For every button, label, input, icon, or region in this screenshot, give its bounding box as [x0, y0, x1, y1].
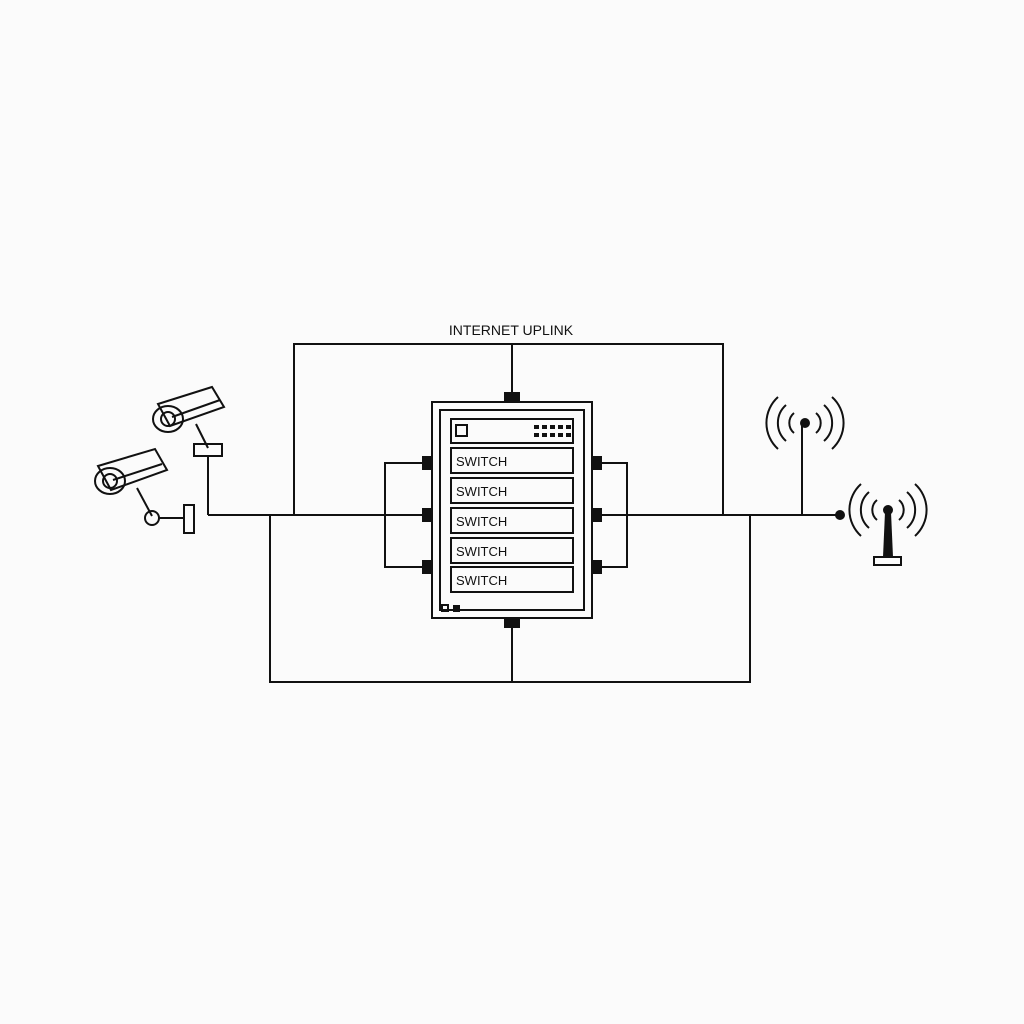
wifi-router-icon — [848, 483, 928, 566]
switch-label: SWITCH — [456, 454, 507, 469]
switch-label: SWITCH — [456, 573, 507, 588]
switch-unit: SWITCH — [450, 566, 574, 593]
diagram-title: INTERNET UPLINK — [449, 322, 574, 338]
switch-label: SWITCH — [456, 484, 507, 499]
rack-ports — [422, 392, 602, 628]
switch-unit: SWITCH — [450, 537, 574, 564]
camera-icon — [152, 385, 226, 515]
wifi-antenna-icon — [765, 396, 845, 515]
rack-header-panel — [450, 418, 574, 444]
rack-status-leds — [441, 604, 460, 612]
side-links — [384, 462, 628, 568]
uplink-lines — [293, 343, 724, 515]
camera-icon — [94, 447, 195, 534]
switch-unit: SWITCH — [450, 507, 574, 534]
switch-label: SWITCH — [456, 544, 507, 559]
switch-rack: SWITCH SWITCH SWITCH SWITCH SWITCH — [422, 392, 602, 628]
switch-unit: SWITCH — [450, 447, 574, 474]
switch-unit: SWITCH — [450, 477, 574, 504]
main-bus — [208, 510, 845, 520]
lower-loop — [269, 515, 751, 683]
switch-label: SWITCH — [456, 514, 507, 529]
